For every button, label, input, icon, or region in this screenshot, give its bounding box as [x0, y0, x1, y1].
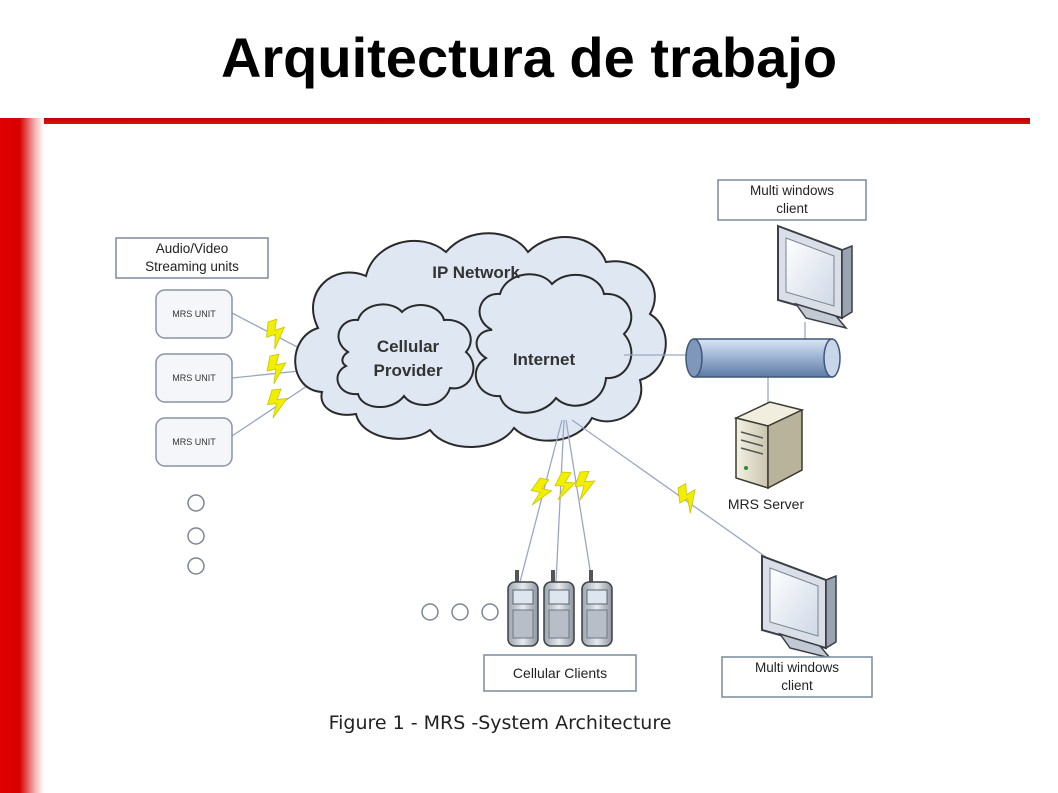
cellular-phone-icon-1	[507, 570, 539, 647]
cellular-phone-icon-2	[543, 570, 575, 647]
monitor-icon-top	[777, 224, 853, 330]
mrs-server-icon	[733, 401, 805, 490]
wireless-bolts-phones	[527, 470, 705, 516]
cellular-provider-cloud	[336, 303, 475, 409]
internet-label: Internet	[513, 350, 576, 369]
streaming-units-label-line2: Streaming units	[145, 259, 239, 274]
more-phones-dots	[421, 603, 499, 621]
slide-title: Arquitectura de trabajo	[220, 26, 838, 89]
multi-windows-client-bottom-line2: client	[781, 678, 813, 693]
mrs-unit-3: MRS UNIT	[155, 417, 233, 467]
network-pipe	[685, 338, 841, 378]
title-divider	[18, 118, 1030, 124]
streaming-units-box: Audio/Video Streaming units	[115, 237, 269, 279]
left-accent-bar	[0, 118, 44, 793]
multi-windows-client-box-bottom: Multi windows client	[721, 656, 873, 698]
mrs-unit-2: MRS UNIT	[155, 353, 233, 403]
cellular-clients-box: Cellular Clients	[483, 654, 637, 692]
network-links	[519, 322, 806, 583]
multi-windows-client-top-line1: Multi windows	[750, 183, 834, 198]
multi-windows-client-top-line2: client	[776, 201, 808, 216]
more-units-dots	[187, 494, 205, 575]
cellular-provider-label-line1: Cellular	[377, 337, 440, 356]
multi-windows-client-bottom-line1: Multi windows	[755, 660, 839, 675]
cellular-provider-label-line2: Provider	[374, 361, 443, 380]
multi-windows-client-box-top: Multi windows client	[717, 179, 867, 221]
mrs-server-label: MRS Server	[728, 496, 805, 512]
ip-network-label: IP Network	[432, 263, 520, 282]
streaming-units-label-line1: Audio/Video	[156, 241, 229, 256]
monitor-icon-bottom	[761, 554, 837, 660]
mrs-unit-3-label: MRS UNIT	[172, 437, 216, 447]
mrs-unit-1-label: MRS UNIT	[172, 309, 216, 319]
cellular-phone-icon-3	[581, 570, 613, 647]
mrs-unit-1: MRS UNIT	[155, 289, 233, 339]
figure-caption: Figure 1 - MRS -System Architecture	[328, 712, 672, 734]
cellular-clients-label: Cellular Clients	[513, 665, 607, 681]
internet-cloud	[474, 273, 633, 414]
mrs-unit-2-label: MRS UNIT	[172, 373, 216, 383]
wireless-bolts-units	[261, 317, 291, 419]
